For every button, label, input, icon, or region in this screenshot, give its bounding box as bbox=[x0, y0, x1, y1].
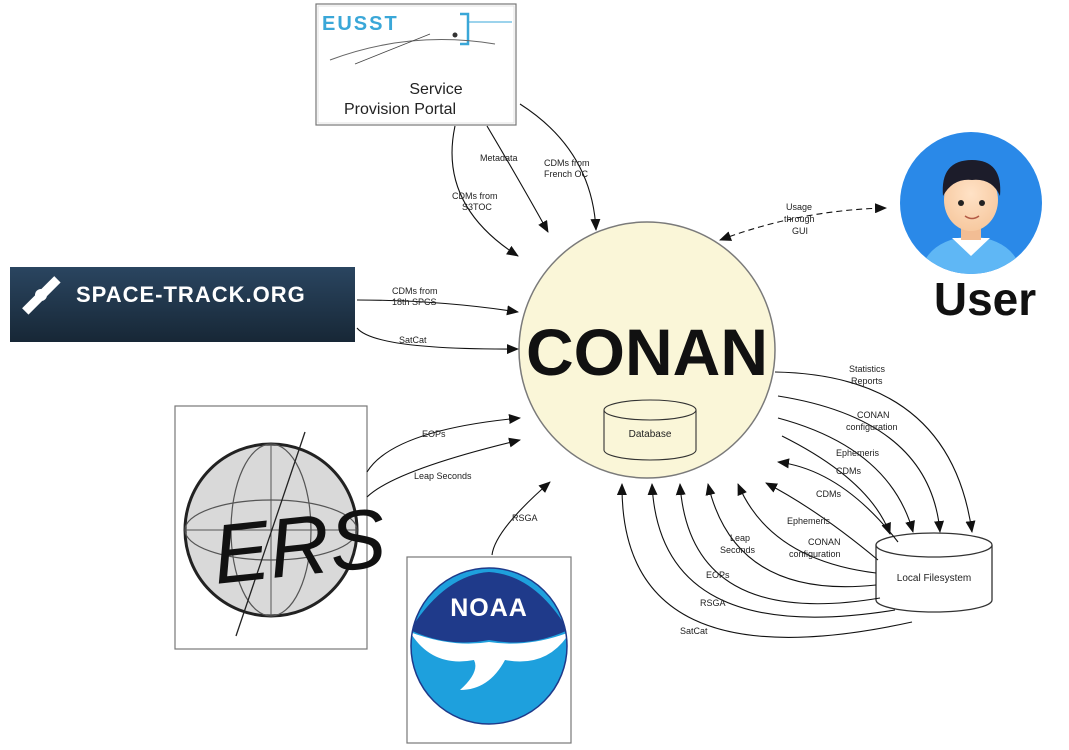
svg-text:CDMs from: CDMs from bbox=[544, 158, 590, 168]
conan-node: CONAN Database bbox=[518, 221, 776, 479]
eusst-portal-box: EUSST Service Provision Portal bbox=[315, 3, 517, 126]
edge-labels: CDMs from S3TOC Metadata CDMs from Frenc… bbox=[392, 153, 898, 636]
svg-text:CDMs from: CDMs from bbox=[452, 191, 498, 201]
spacetrack-logo: SPACE-TRACK.ORG bbox=[10, 267, 355, 342]
svg-text:CDMs from: CDMs from bbox=[392, 286, 438, 296]
eusst-caption-line2: Provision Portal bbox=[344, 101, 456, 118]
svg-text:SatCat: SatCat bbox=[680, 626, 708, 636]
svg-text:EUSST: EUSST bbox=[322, 13, 399, 35]
svg-text:Statistics: Statistics bbox=[849, 364, 886, 374]
svg-text:CONAN: CONAN bbox=[808, 537, 841, 547]
svg-text:EOPs: EOPs bbox=[706, 570, 730, 580]
edge-label-metadata: Metadata bbox=[480, 153, 518, 163]
database-label: Database bbox=[629, 429, 672, 440]
svg-text:Reports: Reports bbox=[851, 376, 883, 386]
svg-text:ERS: ERS bbox=[208, 490, 390, 602]
edge-label-rsga-noaa: RSGA bbox=[512, 513, 538, 523]
svg-text:configuration: configuration bbox=[846, 422, 898, 432]
svg-text:S3TOC: S3TOC bbox=[462, 202, 492, 212]
svg-text:configuration: configuration bbox=[789, 549, 841, 559]
edge-label-in-satcat: SatCat bbox=[680, 626, 708, 636]
edge-label-out-stats: Statistics Reports bbox=[849, 364, 886, 386]
svg-text:Usage: Usage bbox=[786, 202, 812, 212]
svg-text:CONAN: CONAN bbox=[857, 410, 890, 420]
satellite-icon bbox=[22, 276, 61, 315]
edge-label-in-config: CONAN configuration bbox=[789, 537, 841, 559]
filesystem-label: Local Filesystem bbox=[897, 573, 971, 584]
svg-text:Seconds: Seconds bbox=[720, 545, 756, 555]
eusst-caption-line1: Service bbox=[409, 81, 462, 98]
edge-label-out-cdms: CDMs bbox=[836, 466, 861, 476]
eusst-logo: EUSST bbox=[322, 12, 512, 65]
svg-text:through: through bbox=[784, 214, 815, 224]
edge-label-cdms-s3toc: CDMs from S3TOC bbox=[452, 191, 498, 212]
edge-label-leap-iers: Leap Seconds bbox=[414, 471, 472, 481]
edge-label-eops-iers: EOPs bbox=[422, 429, 446, 439]
svg-text:Ephemeris: Ephemeris bbox=[787, 516, 831, 526]
database-cylinder: Database bbox=[603, 399, 697, 461]
edge-label-out-ephemeris: Ephemeris bbox=[836, 448, 880, 458]
edge-label-in-cdms: CDMs bbox=[816, 489, 841, 499]
svg-text:RSGA: RSGA bbox=[700, 598, 726, 608]
edge-label-out-config: CONAN configuration bbox=[846, 410, 898, 432]
svg-text:SPACE-TRACK.ORG: SPACE-TRACK.ORG bbox=[76, 282, 306, 307]
user-label: User bbox=[934, 273, 1036, 325]
svg-text:RSGA: RSGA bbox=[512, 513, 538, 523]
edge-label-cdms-18spcs: CDMs from 18th SPCS bbox=[392, 286, 438, 307]
svg-text:18th SPCS: 18th SPCS bbox=[392, 297, 437, 307]
svg-text:French OC: French OC bbox=[544, 169, 589, 179]
svg-text:NOAA: NOAA bbox=[450, 594, 528, 622]
user-avatar-icon bbox=[900, 132, 1042, 274]
local-filesystem-node: Local Filesystem bbox=[875, 532, 993, 613]
conan-label: CONAN bbox=[526, 315, 768, 389]
svg-text:EOPs: EOPs bbox=[422, 429, 446, 439]
user-node: User bbox=[900, 132, 1042, 325]
svg-text:CDMs: CDMs bbox=[836, 466, 861, 476]
svg-text:Leap: Leap bbox=[730, 533, 750, 543]
svg-text:Ephemeris: Ephemeris bbox=[836, 448, 880, 458]
noaa-logo: NOAA bbox=[406, 556, 572, 744]
iers-logo: ERS bbox=[174, 405, 390, 650]
svg-text:SatCat: SatCat bbox=[399, 335, 427, 345]
edge-label-in-rsga: RSGA bbox=[700, 598, 726, 608]
svg-text:CDMs: CDMs bbox=[816, 489, 841, 499]
edge-label-in-leap: Leap Seconds bbox=[720, 533, 756, 555]
svg-text:GUI: GUI bbox=[792, 226, 808, 236]
edges bbox=[356, 103, 976, 638]
svg-text:Metadata: Metadata bbox=[480, 153, 518, 163]
edge-label-in-eops: EOPs bbox=[706, 570, 730, 580]
svg-text:Leap Seconds: Leap Seconds bbox=[414, 471, 472, 481]
edge-label-cdms-french: CDMs from French OC bbox=[544, 158, 590, 179]
edge-label-usage: Usage through GUI bbox=[784, 202, 815, 236]
edge-label-in-ephemeris: Ephemeris bbox=[787, 516, 831, 526]
edge-label-satcat-st: SatCat bbox=[399, 335, 427, 345]
